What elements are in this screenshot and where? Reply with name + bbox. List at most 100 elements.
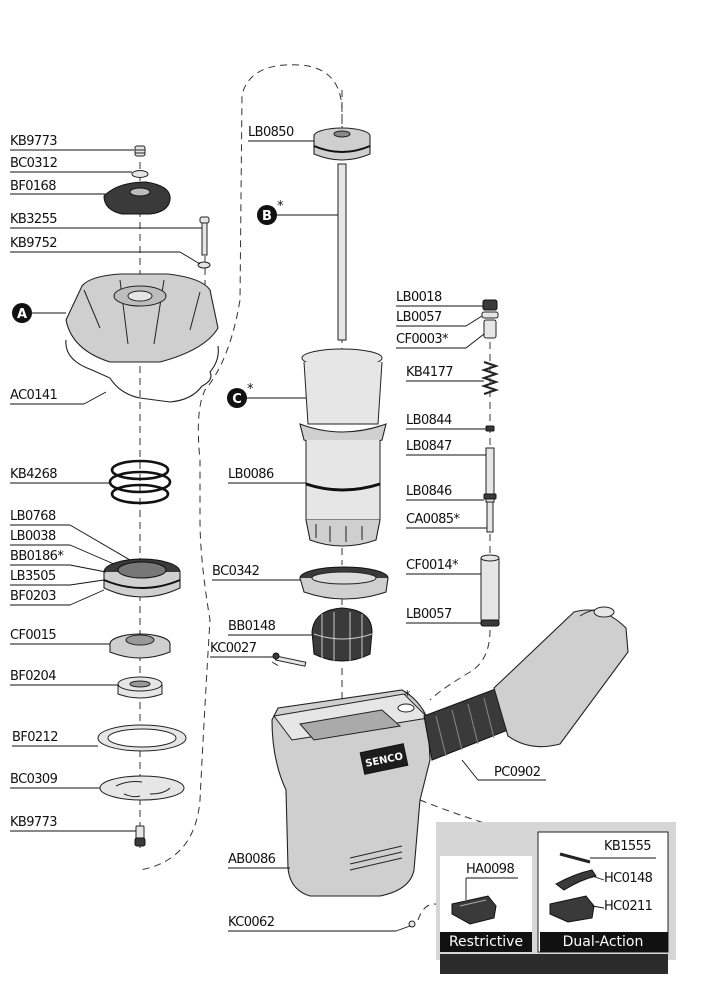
svg-text:LB0847: LB0847 bbox=[406, 439, 452, 454]
svg-text:KC0027: KC0027 bbox=[210, 641, 257, 656]
label-lb0086: LB0086 bbox=[228, 467, 306, 484]
driver-blade bbox=[337, 163, 347, 341]
cap-bf0168 bbox=[103, 181, 171, 215]
cylinder-lb0086 bbox=[299, 348, 387, 547]
oring-lb0057-top bbox=[481, 311, 499, 319]
label-lb0847: LB0847 bbox=[406, 439, 486, 456]
label-lb3505: LB3505 bbox=[10, 569, 105, 586]
hose-pc0902 bbox=[423, 687, 509, 761]
screw-kb3255 bbox=[199, 216, 210, 256]
pin-kc0027 bbox=[272, 652, 307, 667]
svg-text:PC0902: PC0902 bbox=[494, 765, 540, 780]
svg-text:BF0212: BF0212 bbox=[12, 730, 58, 745]
bumper-bc0342 bbox=[299, 566, 389, 600]
label-bc0312: BC0312 bbox=[10, 156, 132, 173]
label-ha0098: HA0098 bbox=[465, 862, 518, 900]
screw-kb9773-bottom bbox=[134, 825, 146, 847]
svg-text:AB0086: AB0086 bbox=[228, 852, 276, 867]
svg-text:HC0148: HC0148 bbox=[604, 871, 653, 886]
label-lb0057-top: LB0057 bbox=[396, 310, 483, 327]
label-kb4268: KB4268 bbox=[10, 467, 110, 484]
spring-kb4268 bbox=[108, 459, 172, 505]
washer-bc0312 bbox=[131, 170, 149, 178]
svg-text:A: A bbox=[17, 307, 27, 322]
svg-text:LB0038: LB0038 bbox=[10, 529, 56, 544]
plate-bc0309 bbox=[99, 775, 185, 801]
svg-text:CF0014*: CF0014* bbox=[406, 558, 459, 573]
label-lb0846: LB0846 bbox=[406, 484, 484, 501]
label-hc0148: HC0148 bbox=[591, 871, 653, 886]
label-cf0015: CF0015 bbox=[10, 628, 110, 645]
gasket-ac0141 bbox=[65, 339, 219, 403]
svg-text:BF0168: BF0168 bbox=[10, 179, 56, 194]
svg-text:BB0186*: BB0186* bbox=[10, 549, 64, 564]
svg-text:LB0844: LB0844 bbox=[406, 413, 452, 428]
label-bc0309: BC0309 bbox=[10, 772, 100, 789]
callout-b: B * bbox=[257, 199, 338, 225]
svg-text:KB1555: KB1555 bbox=[604, 839, 651, 854]
svg-text:BC0342: BC0342 bbox=[212, 564, 259, 579]
seal-bf0204 bbox=[117, 676, 163, 699]
callout-c: C * bbox=[227, 382, 306, 408]
screw-kb9773-top bbox=[134, 145, 146, 157]
label-bf0168: BF0168 bbox=[10, 179, 106, 195]
pin-kb1555 bbox=[559, 852, 591, 864]
svg-text:KB4177: KB4177 bbox=[406, 365, 453, 380]
label-lb0768: LB0768 bbox=[10, 509, 131, 561]
label-bf0204: BF0204 bbox=[10, 669, 118, 686]
label-ac0141: AC0141 bbox=[10, 388, 107, 405]
label-bb0148: BB0148 bbox=[228, 619, 312, 636]
label-bf0203: BF0203 bbox=[10, 589, 105, 606]
svg-text:LB3505: LB3505 bbox=[10, 569, 56, 584]
label-cf0014: CF0014* bbox=[406, 558, 481, 575]
oring-lb0057-bottom bbox=[480, 619, 500, 627]
svg-text:BC0309: BC0309 bbox=[10, 772, 58, 787]
svg-text:KB4268: KB4268 bbox=[10, 467, 57, 482]
svg-text:CF0003*: CF0003* bbox=[396, 332, 449, 347]
trigger-kits-panel: Restrictive Dual-Action HA0098 KB1555 HC… bbox=[436, 822, 676, 974]
svg-text:LB0057: LB0057 bbox=[396, 310, 442, 325]
label-ab0086: AB0086 bbox=[228, 852, 290, 869]
plunger-ca0085 bbox=[486, 501, 494, 533]
svg-text:LB0018: LB0018 bbox=[396, 290, 442, 305]
label-kc0062: KC0062 bbox=[228, 915, 411, 932]
label-kb9752: KB9752 bbox=[10, 236, 201, 265]
label-bb0186: BB0186* bbox=[10, 549, 107, 573]
cylinder-cap-housing bbox=[65, 273, 219, 363]
cap-lb0018 bbox=[482, 299, 498, 311]
svg-text:BC0312: BC0312 bbox=[10, 156, 57, 171]
label-hc0211: HC0211 bbox=[591, 899, 653, 914]
label-bf0212: BF0212 bbox=[12, 730, 98, 747]
piston-lb0850 bbox=[313, 127, 371, 161]
kit-dual-action-label: Dual-Action bbox=[563, 934, 644, 950]
svg-text:HA0098: HA0098 bbox=[466, 862, 514, 877]
svg-text:BB0148: BB0148 bbox=[228, 619, 276, 634]
label-lb0018: LB0018 bbox=[396, 290, 484, 307]
lever-hc0148 bbox=[555, 869, 597, 891]
svg-text:*: * bbox=[277, 199, 284, 214]
label-kb4177: KB4177 bbox=[406, 365, 484, 382]
label-kc0027: KC0027 bbox=[210, 641, 274, 658]
spring-kb4177 bbox=[480, 361, 500, 395]
asterisk-mark: * bbox=[404, 689, 411, 704]
svg-text:KB3255: KB3255 bbox=[10, 212, 57, 227]
label-lb0038: LB0038 bbox=[10, 529, 115, 565]
handle-grip bbox=[493, 606, 629, 748]
body-ab0086: SENCO bbox=[271, 689, 431, 897]
svg-text:LB0850: LB0850 bbox=[248, 125, 294, 140]
label-lb0844: LB0844 bbox=[406, 413, 486, 430]
svg-text:KB9773: KB9773 bbox=[10, 815, 57, 830]
valve-cf0003 bbox=[483, 319, 497, 339]
sleeve-cf0014 bbox=[480, 554, 500, 623]
svg-text:LB0086: LB0086 bbox=[228, 467, 274, 482]
kit-restrictive-label: Restrictive bbox=[449, 934, 523, 950]
svg-text:KC0062: KC0062 bbox=[228, 915, 274, 930]
label-cf0003: CF0003* bbox=[396, 332, 485, 349]
label-bc0342: BC0342 bbox=[212, 564, 300, 581]
label-pc0902: PC0902 bbox=[461, 759, 546, 781]
label-kb9773-bottom: KB9773 bbox=[10, 815, 136, 832]
label-kb3255: KB3255 bbox=[10, 212, 202, 229]
piston-stop-assembly bbox=[103, 558, 181, 598]
svg-text:KB9752: KB9752 bbox=[10, 236, 57, 251]
label-ca0085: CA0085* bbox=[406, 512, 487, 529]
